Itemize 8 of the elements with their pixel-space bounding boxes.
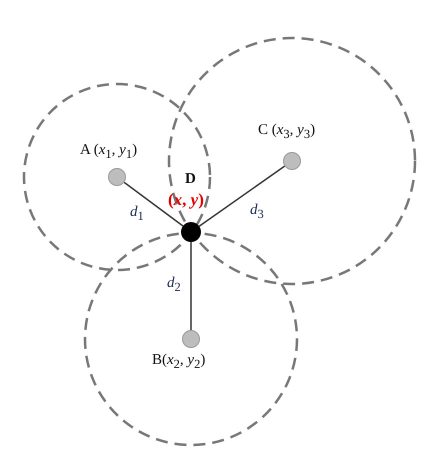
connector-line xyxy=(190,242,192,330)
connector-line xyxy=(198,166,286,227)
point-label: B(x$_{2}$, y$_{2}$) xyxy=(152,352,206,372)
point-label: A (x$_{1}$, y$_{1}$) xyxy=(80,142,138,162)
point-label: D xyxy=(185,171,196,188)
point-label: C (x$_{3}$, y$_{3}$) xyxy=(258,122,316,142)
coordinate-label: (x, y) xyxy=(168,190,204,210)
connector-line xyxy=(124,182,184,227)
